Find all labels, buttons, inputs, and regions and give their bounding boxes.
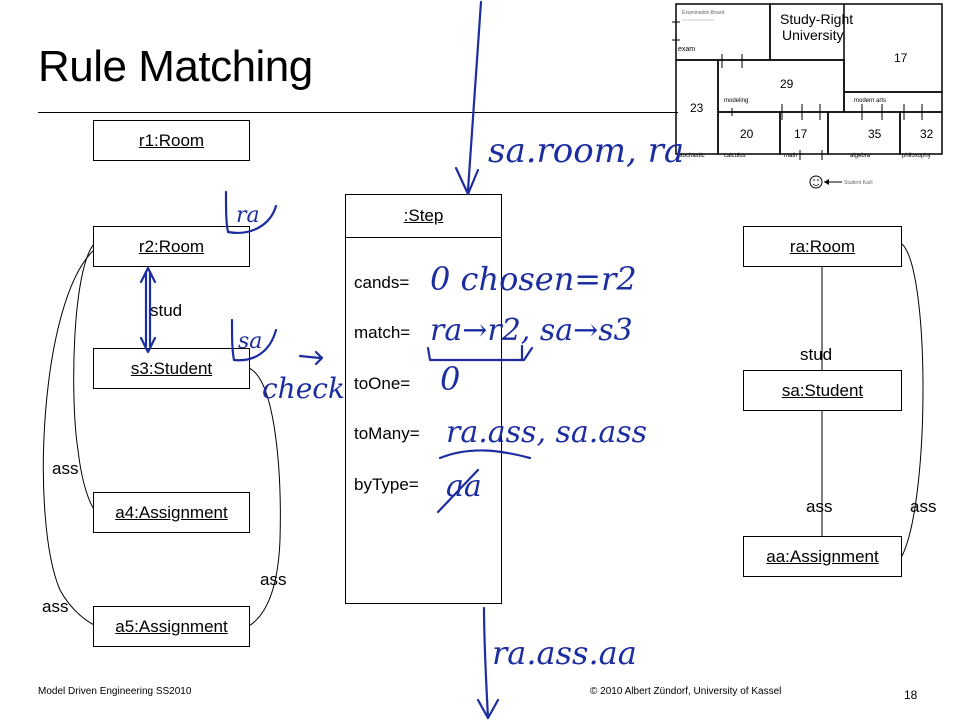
map-num-35: 35 <box>868 127 882 141</box>
hw-r2-tag: ra <box>224 190 278 234</box>
link-label-ass-right-sa: ass <box>806 497 833 516</box>
object-sa-student: sa:Student <box>743 370 902 411</box>
map-room-algebra: algebra <box>850 153 871 159</box>
hw-cands: 0 chosen=r2 <box>430 260 637 298</box>
edge-r2-a4 <box>73 243 97 513</box>
map-room-stochastic: stochastic <box>678 153 705 159</box>
object-r1-room: r1:Room <box>93 120 250 161</box>
object-a5-assignment: a5:Assignment <box>93 606 250 647</box>
title-divider <box>38 112 678 113</box>
university-map: Examination Board Study-Right University… <box>672 3 943 189</box>
object-s3-student: s3:Student <box>93 348 250 389</box>
object-a4-assignment: a4:Assignment <box>93 492 250 533</box>
link-label-stud-right: stud <box>800 345 833 364</box>
hw-check: check <box>262 372 345 405</box>
hw-r2-s3-arrow <box>139 266 157 354</box>
page-number: 18 <box>904 688 918 702</box>
map-exam-board: Examination Board <box>682 10 724 16</box>
map-num-23: 23 <box>690 101 704 115</box>
map-exam: exam <box>678 46 695 53</box>
hw-s3-tag: sa <box>230 318 278 362</box>
edge-r2-a5 <box>42 249 97 627</box>
object-r2-room: r2:Room <box>93 226 250 267</box>
edge-ra-aa <box>901 243 924 557</box>
student-smiley-icon <box>809 175 823 189</box>
object-ra-room: ra:Room <box>743 226 902 267</box>
hw-bottom-label: ra.ass.aa <box>492 634 637 672</box>
slide-title: Rule Matching <box>38 42 313 91</box>
step-object: :Step cands= match= toOne= toMany= byTyp… <box>345 194 502 604</box>
map-num-17a: 17 <box>894 51 908 65</box>
step-header: :Step <box>346 195 501 238</box>
link-label-stud-left: stud <box>150 301 183 320</box>
footer-copyright: © 2010 Albert Zündorf, University of Kas… <box>590 686 782 697</box>
link-label-ass-right-ra: ass <box>910 497 937 516</box>
map-room-modern-arts: modern arts <box>854 98 886 104</box>
step-field-toone: toOne= <box>354 374 411 393</box>
hw-arrow-bottom <box>476 606 500 720</box>
footer-course: Model Driven Engineering SS2010 <box>38 686 192 697</box>
map-university-line1: Study-Right <box>780 11 853 27</box>
step-field-tomany: toMany= <box>354 424 420 443</box>
map-num-20: 20 <box>740 127 754 141</box>
link-label-ass-a4: ass <box>52 459 79 478</box>
map-room-math: math <box>784 153 797 159</box>
map-room-philosophy: philosophy <box>902 153 931 159</box>
map-university-line2: University <box>782 27 843 43</box>
map-num-29: 29 <box>780 77 794 91</box>
object-aa-assignment: aa:Assignment <box>743 536 902 577</box>
map-room-modeling: modeling <box>724 98 748 104</box>
hw-arrow-top <box>454 0 483 196</box>
step-field-bytype: byType= <box>354 475 419 494</box>
edge-s3-a5 <box>248 367 281 627</box>
step-field-match: match= <box>354 323 411 342</box>
hw-tomany: ra.ass, sa.ass <box>446 415 647 450</box>
map-num-32: 32 <box>920 127 934 141</box>
hw-top-label: sa.room, ra <box>488 131 684 171</box>
map-num-17b: 17 <box>794 127 808 141</box>
hw-toone: 0 <box>440 360 460 398</box>
hw-match: ra→r2, sa→s3 <box>430 313 633 348</box>
step-field-cands: cands= <box>354 273 410 292</box>
svg-text:ra: ra <box>236 203 260 228</box>
link-label-ass-a5-right: ass <box>260 570 287 589</box>
svg-text:sa: sa <box>238 329 262 354</box>
map-room-calculus: calculus <box>724 153 746 159</box>
map-student-karli: Student Karli <box>844 180 873 186</box>
link-label-ass-a5-left: ass <box>42 597 69 616</box>
